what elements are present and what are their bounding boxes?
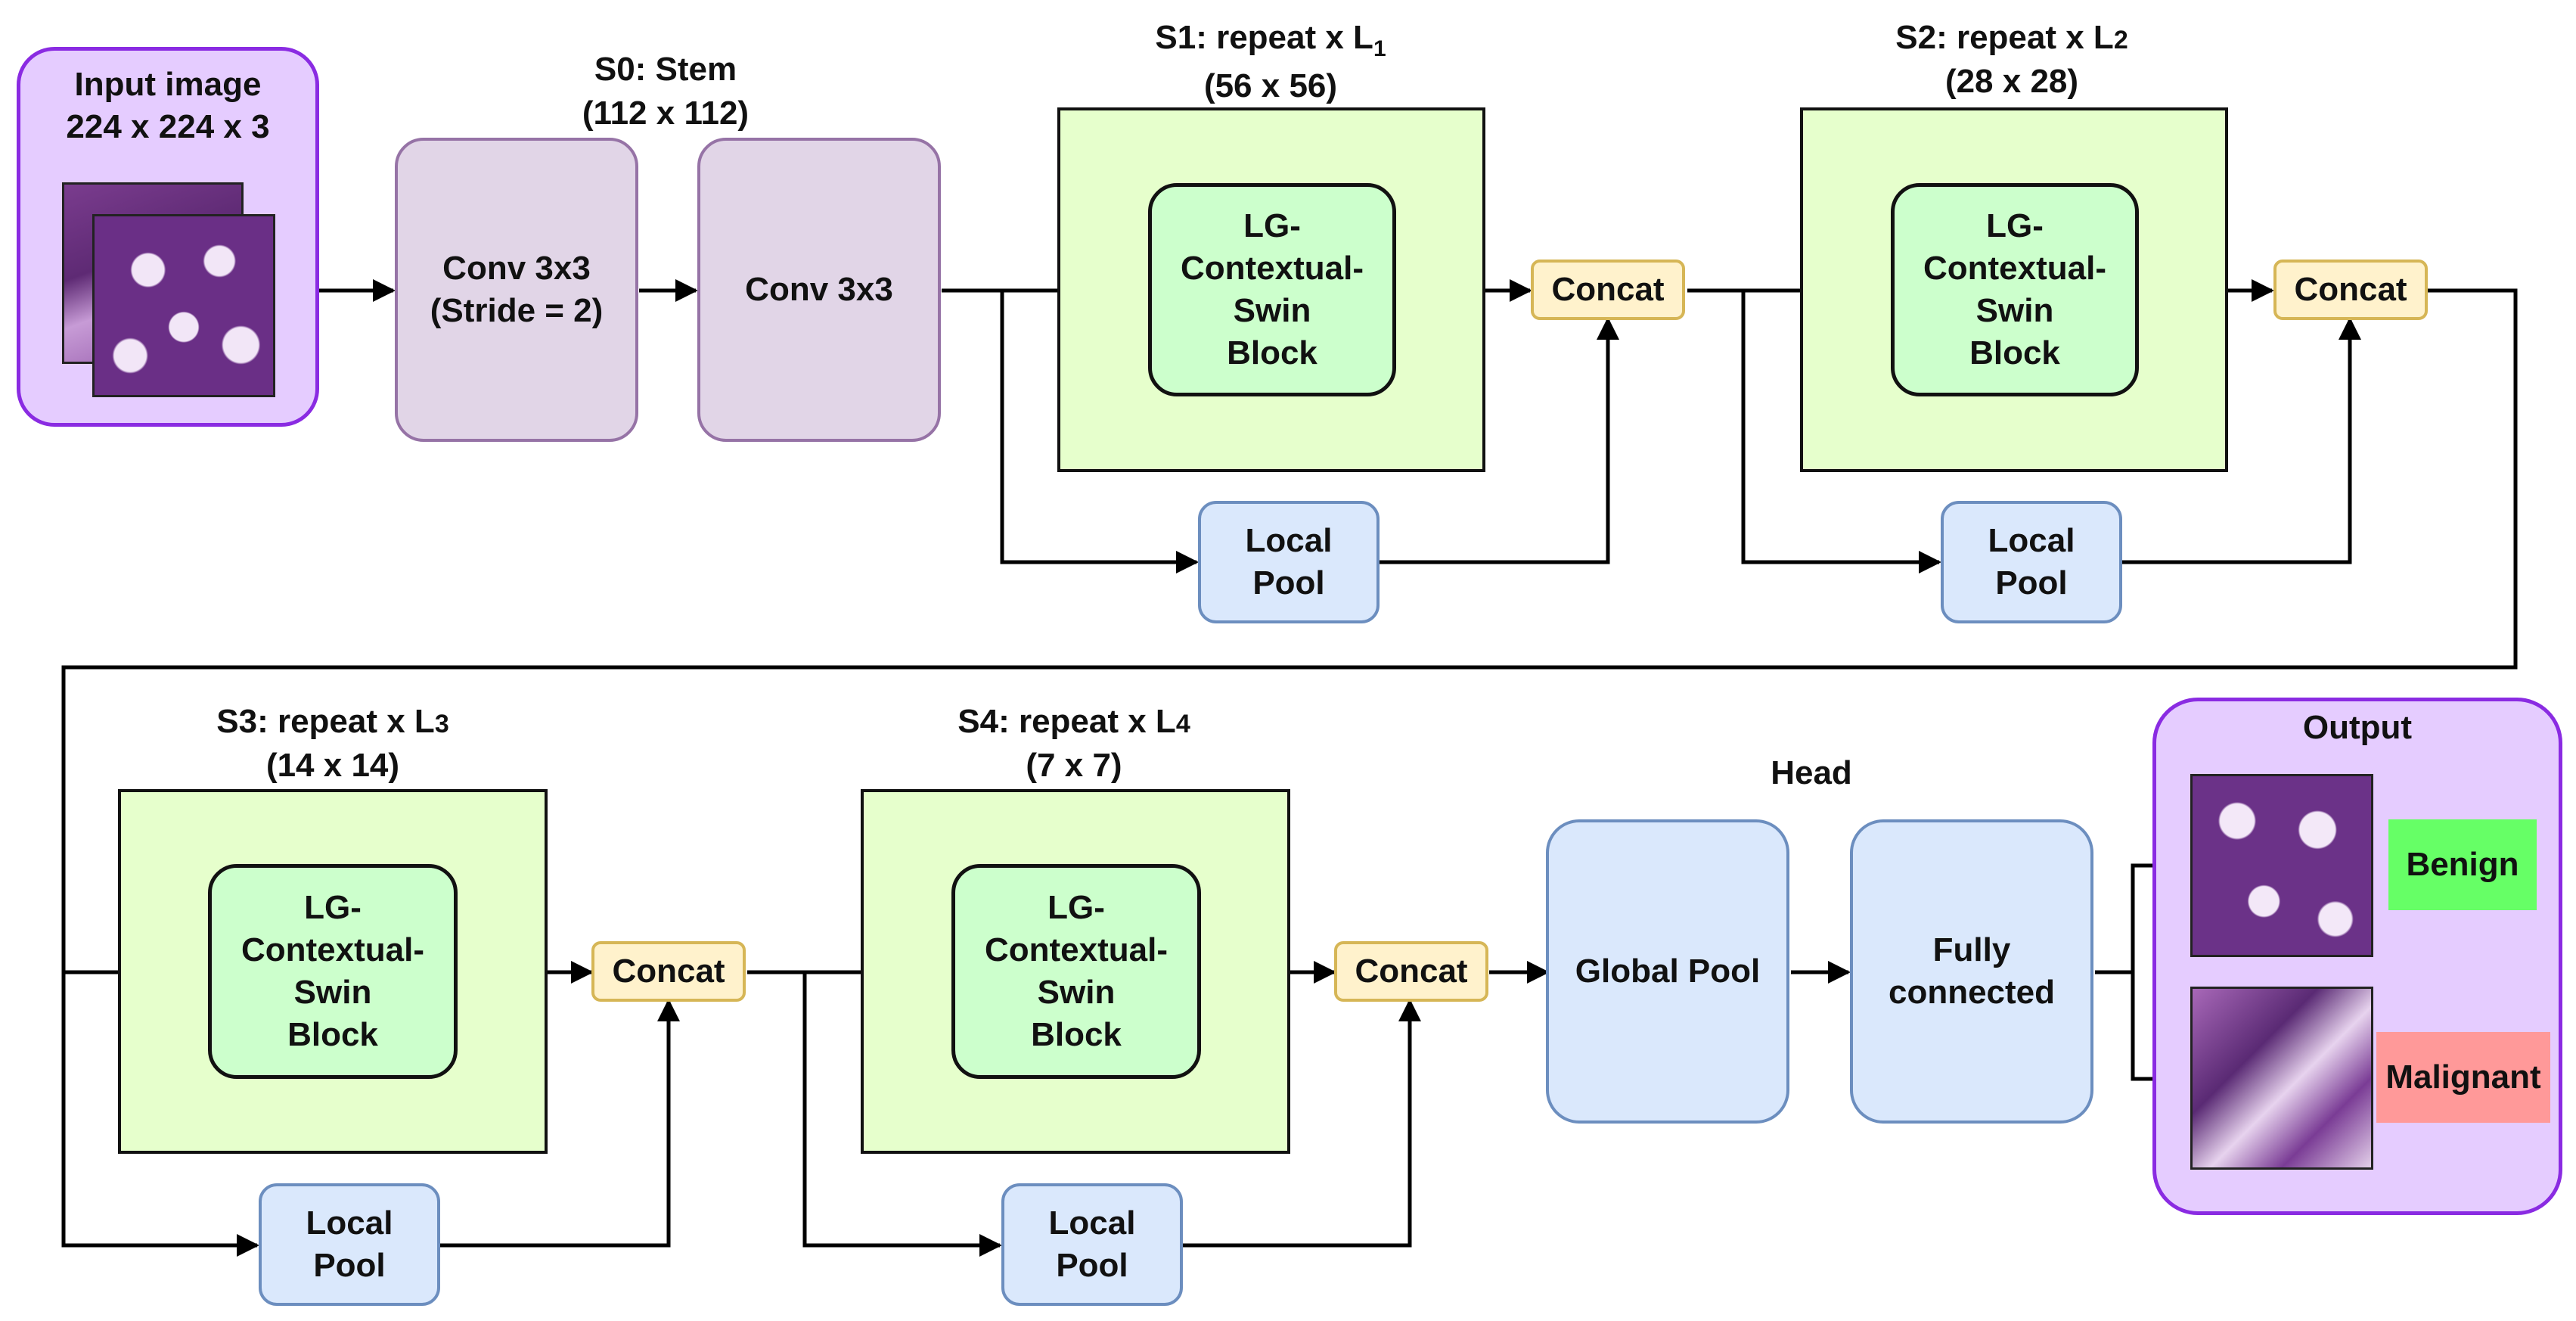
s1-title-main: S1: repeat x L: [1155, 19, 1373, 56]
s2-lg-contextual-swin-block: LG- Contextual- Swin Block: [1891, 183, 2139, 396]
s4-title-main: S4: repeat x L: [957, 703, 1176, 740]
s4-concat: Concat: [1334, 941, 1488, 1002]
input-image-front: [92, 214, 275, 397]
conv-3x3-box: Conv 3x3: [697, 138, 941, 442]
s1-title: S1: repeat x L1: [1059, 17, 1482, 70]
benign-image: [2190, 774, 2373, 957]
output-title: Output: [2302, 709, 2413, 746]
s3-concat: Concat: [591, 941, 746, 1002]
stem-resolution: (112 x 112): [582, 95, 750, 132]
s1-title-sub: 1: [1373, 36, 1386, 61]
malignant-image: [2190, 987, 2373, 1170]
s3-resolution: (14 x 14): [265, 747, 400, 784]
s3-local-pool: Local Pool: [259, 1183, 440, 1306]
malignant-label: Malignant: [2376, 1032, 2550, 1123]
s2-concat: Concat: [2273, 260, 2428, 320]
s4-lg-contextual-swin-block: LG- Contextual- Swin Block: [951, 864, 1201, 1079]
global-pool-box: Global Pool: [1546, 819, 1789, 1124]
s4-resolution: (7 x 7): [1026, 747, 1122, 784]
s3-title-sub: 3: [434, 710, 449, 738]
arrow-s3-concat-to-s4-pool: [802, 972, 1002, 1257]
s2-title-main: S2: repeat x L: [1895, 19, 2114, 56]
s3-lg-contextual-swin-block: LG- Contextual- Swin Block: [208, 864, 458, 1079]
s4-title-sub: 4: [1175, 710, 1190, 738]
arrow-s1-concat-to-s2-pool: [1741, 291, 1941, 573]
conv-stride-2-box: Conv 3x3 (Stride = 2): [395, 138, 638, 442]
head-title: Head: [1771, 754, 1852, 791]
arrow-s1-pool-to-concat: [1380, 317, 1619, 564]
arrow-s2-concat-wrap: [61, 288, 2518, 1257]
s1-local-pool: Local Pool: [1198, 501, 1380, 623]
s2-local-pool: Local Pool: [1941, 501, 2122, 623]
arrow-s2-pool-to-concat: [2122, 317, 2361, 564]
s4-title: S4: repeat x L4: [862, 701, 1286, 745]
s3-title: S3: repeat x L3: [121, 701, 545, 745]
fully-connected-box: Fully connected: [1850, 819, 2093, 1124]
arrow-s4-pool-to-concat: [1183, 999, 1421, 1248]
stem-title: S0: Stem: [594, 51, 737, 88]
s2-title-sub: 2: [2113, 26, 2128, 54]
input-title: Input image: [74, 66, 262, 103]
input-size: 224 x 224 x 3: [66, 108, 270, 145]
s1-concat: Concat: [1531, 260, 1685, 320]
s4-local-pool: Local Pool: [1001, 1183, 1183, 1306]
s1-lg-contextual-swin-block: LG- Contextual- Swin Block: [1148, 183, 1396, 396]
arrow-stem-to-s1-pool: [1000, 291, 1199, 573]
s2-resolution: (28 x 28): [1944, 63, 2079, 100]
benign-label: Benign: [2388, 819, 2537, 910]
arrow-s3-pool-to-concat: [440, 999, 680, 1248]
s3-title-main: S3: repeat x L: [216, 703, 435, 740]
s2-title: S2: repeat x L2: [1800, 17, 2224, 61]
s1-resolution: (56 x 56): [1203, 67, 1338, 104]
